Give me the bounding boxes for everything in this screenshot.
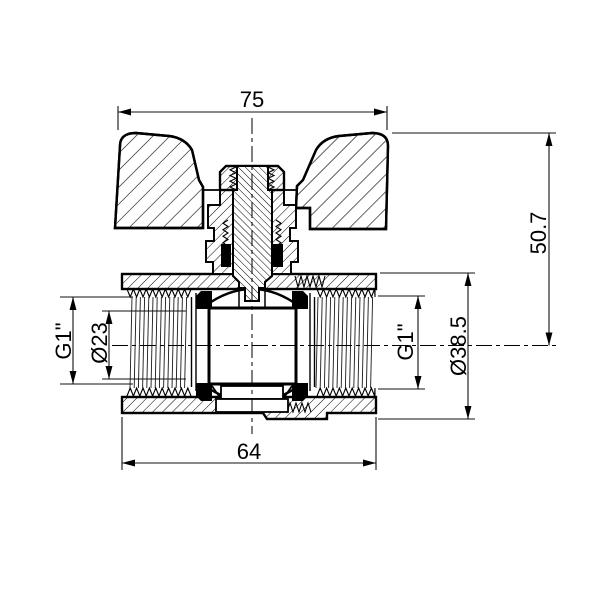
- o-ring-right: [273, 244, 283, 267]
- left-port-threads-seg: [137, 296, 141, 389]
- right-port-threads-seg: [319, 296, 323, 389]
- nut-thread-left-seg: [228, 166, 238, 191]
- right-port-threads-seg: [328, 296, 332, 389]
- left-port-bottom-crest-seg: [126, 386, 192, 398]
- right-port-threads-seg: [336, 296, 340, 389]
- nut-thread-left: [228, 166, 238, 191]
- left-port-threads-seg: [175, 296, 179, 389]
- right-port-threads-seg: [332, 296, 336, 389]
- label-thread-right: G1": [393, 323, 418, 360]
- left-port-threads-seg: [179, 296, 183, 389]
- ball-seats: [196, 291, 308, 401]
- insert-flank-right: [282, 385, 293, 400]
- right-port-threads-seg: [353, 296, 357, 389]
- dimension-thread-right: [378, 295, 425, 390]
- label-handle-width: 75: [240, 87, 264, 112]
- left-port-threads-seg: [163, 296, 167, 389]
- label-overall-height: 50.7: [526, 212, 551, 255]
- dimension-handle-width: [117, 106, 388, 130]
- left-port-top-crest-seg: [126, 287, 192, 299]
- right-port-threads-seg: [361, 296, 365, 389]
- dimension-labels: 75 64 50.7 Ø38.5 G1" G1" Ø23: [51, 87, 551, 464]
- left-port-threads-seg: [158, 296, 162, 389]
- right-port-bottom-crest-seg: [316, 386, 376, 398]
- body-joint-threads-top-seg: [294, 273, 326, 290]
- handle-right-wing: [294, 131, 390, 231]
- left-port-threads-seg: [154, 296, 158, 389]
- left-port-threads-seg: [146, 296, 150, 389]
- left-port-threads: [129, 296, 188, 389]
- label-body-length: 64: [237, 439, 261, 464]
- right-port-threads-seg: [370, 296, 374, 389]
- dimension-bore-diameter: [102, 310, 186, 380]
- left-port-threads-seg: [133, 296, 137, 389]
- dimension-thread-left: [60, 296, 133, 385]
- right-port-threads-seg: [349, 296, 353, 389]
- stem-thread-right-seg: [274, 219, 283, 247]
- dimension-annotations: [60, 106, 556, 470]
- valve-body: [120, 272, 378, 421]
- label-thread-left: G1": [51, 322, 76, 359]
- right-port-threads: [315, 296, 374, 389]
- right-port-threads-seg: [323, 296, 327, 389]
- center-lines: [112, 118, 556, 434]
- right-port-threads-seg: [357, 296, 361, 389]
- left-port-threads-seg: [142, 296, 146, 389]
- seat-top-right: [292, 291, 308, 309]
- o-ring-left: [221, 244, 231, 267]
- stem-thread-right: [274, 219, 283, 247]
- left-port-threads-seg: [150, 296, 154, 389]
- right-port-threads-seg: [340, 296, 344, 389]
- dimension-body-length: [121, 417, 377, 470]
- cavity-walls: [190, 293, 316, 391]
- right-port-top-crest: [316, 287, 376, 299]
- body-joint-threads-top: [294, 273, 326, 290]
- stem-thread-left-seg: [221, 219, 230, 247]
- seat-top-left: [196, 291, 212, 309]
- right-port-threads-seg: [315, 296, 319, 389]
- seat-bottom-left: [196, 383, 212, 401]
- right-port-threads-seg: [365, 296, 369, 389]
- dimension-body-diameter: [378, 272, 475, 420]
- nut-thread-right: [266, 166, 276, 191]
- left-port-threads-seg: [129, 296, 133, 389]
- stem-thread-left: [221, 219, 230, 247]
- left-port-bottom-crest: [126, 386, 192, 398]
- handle-left-wing: [113, 131, 205, 230]
- right-port-bottom-crest: [316, 386, 376, 398]
- right-port-top-crest-seg: [316, 287, 376, 299]
- left-port-top-crest: [126, 287, 192, 299]
- insert-flank-left: [211, 385, 222, 400]
- right-port-threads-seg: [344, 296, 348, 389]
- label-body-diameter: Ø38.5: [446, 316, 471, 376]
- left-port-threads-seg: [171, 296, 175, 389]
- label-bore-diameter: Ø23: [87, 322, 112, 364]
- dimension-overall-height: [392, 132, 556, 346]
- left-port-threads-seg: [167, 296, 171, 389]
- nut-thread-right-seg: [266, 166, 276, 191]
- butterfly-handle: [113, 131, 390, 231]
- seat-bottom-right: [292, 383, 308, 401]
- left-port-threads-seg: [184, 296, 188, 389]
